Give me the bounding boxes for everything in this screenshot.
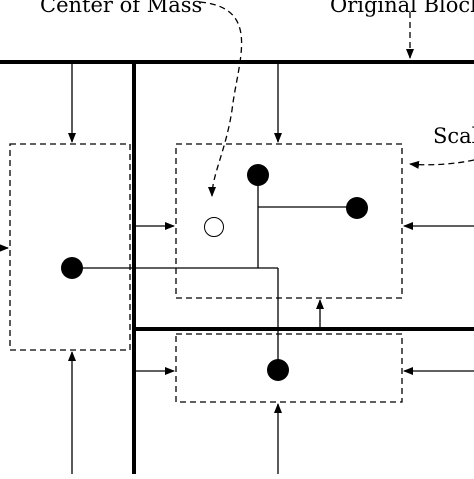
original-block-label: Original Block <box>330 0 474 17</box>
scaled-region-leader <box>409 159 474 169</box>
point-left <box>61 257 83 279</box>
center-of-mass-label: Center of Mass <box>40 0 202 17</box>
center-of-mass-leader <box>199 1 243 197</box>
point-bottom <box>267 359 289 381</box>
center-of-mass-point <box>204 217 224 237</box>
scaled-region-bottom-right <box>175 333 403 403</box>
scaled-region-top-right <box>175 143 403 299</box>
scaled-region-label: Scal <box>433 124 474 148</box>
point-right <box>346 197 368 219</box>
scaled-region-left <box>9 143 131 351</box>
point-upper <box>247 164 269 186</box>
